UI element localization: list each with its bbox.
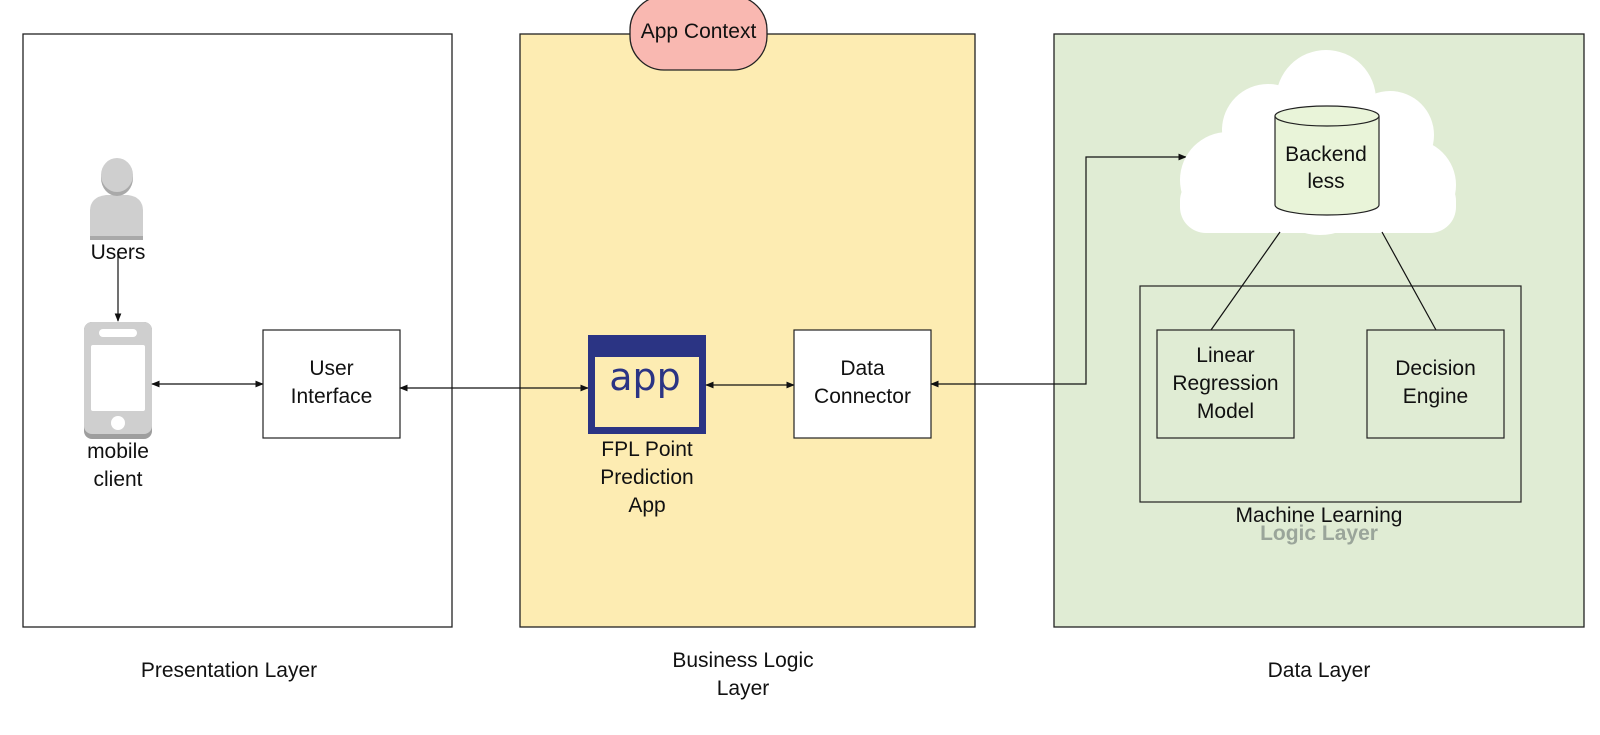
user-interface-label-2: Interface xyxy=(291,385,373,408)
connector-backend-arrow xyxy=(930,153,1187,388)
user-interface-label-1: User xyxy=(309,357,353,380)
backendless-label-1: Backend xyxy=(1285,143,1367,166)
backend-regression-link xyxy=(1210,231,1281,331)
fpl-app-label-1: FPL Point xyxy=(601,438,693,461)
business-layer-caption-2: Layer xyxy=(717,677,770,700)
linear-regression-label-1: Linear xyxy=(1196,344,1254,367)
ml-group-box xyxy=(1139,285,1522,503)
data-layer-caption: Data Layer xyxy=(1268,659,1371,682)
app-window-icon xyxy=(588,335,706,434)
data-connector-label-2: Connector xyxy=(814,385,911,408)
decision-engine-box xyxy=(1366,329,1505,439)
linear-regression-label-2: Regression xyxy=(1172,372,1278,395)
business-layer-caption-1: Business Logic xyxy=(672,649,813,672)
app-icon-text: app xyxy=(609,355,681,399)
decision-engine-label-1: Decision xyxy=(1395,357,1476,380)
linear-regression-label-3: Model xyxy=(1197,400,1254,423)
backend-decision-link xyxy=(1381,231,1437,331)
user-icon xyxy=(90,158,143,240)
fpl-app-label-2: Prediction xyxy=(600,466,693,489)
mobile-phone-icon xyxy=(84,322,152,439)
mobile-client-label-1: mobile xyxy=(87,440,149,463)
database-icon xyxy=(1274,105,1380,216)
fpl-app-label-3: App xyxy=(628,494,665,517)
data-connector-box xyxy=(793,329,932,439)
decision-engine-label-2: Engine xyxy=(1403,385,1468,408)
ml-group-label-1: Machine Learning xyxy=(1236,504,1403,527)
data-connector-label-1: Data xyxy=(840,357,885,380)
user-interface-box xyxy=(262,329,401,439)
presentation-layer-caption: Presentation Layer xyxy=(141,659,317,682)
app-context-tag xyxy=(629,0,768,71)
app-context-label: App Context xyxy=(641,20,757,43)
linear-regression-box xyxy=(1156,329,1295,439)
mobile-client-label-2: client xyxy=(93,468,142,491)
backendless-label-2: less xyxy=(1307,170,1344,193)
ml-group-label-2: Logic Layer xyxy=(1260,522,1378,545)
